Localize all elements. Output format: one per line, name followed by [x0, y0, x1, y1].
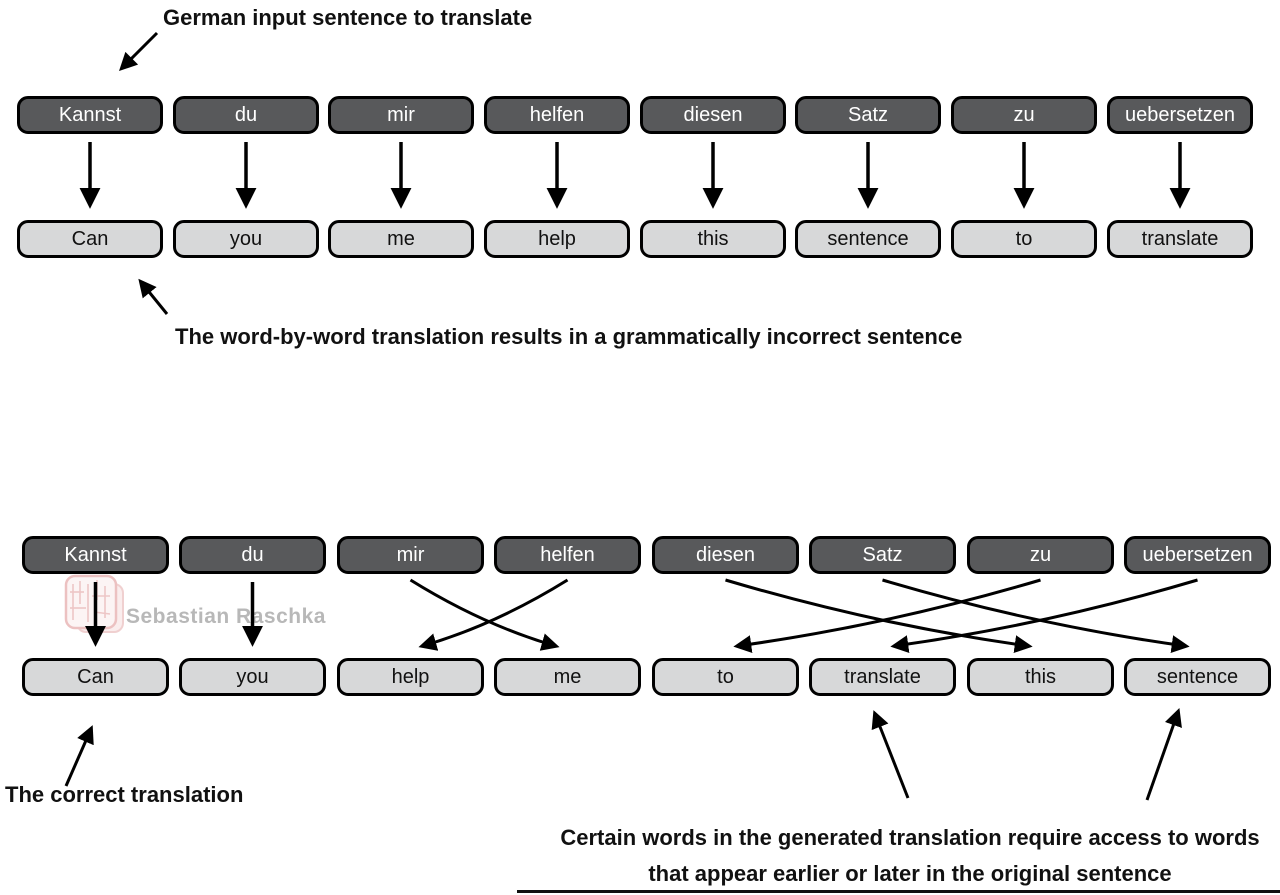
annotation-german-input: German input sentence to translate: [163, 5, 533, 30]
english-word-box: me: [494, 658, 641, 696]
arrow-annotation-certain-words-translate: [871, 710, 910, 799]
german-word-box: helfen: [494, 536, 641, 574]
annotation-certain-words-line1: Certain words in the generated translati…: [560, 825, 1260, 850]
english-word-box: this: [640, 220, 786, 258]
german-word-box: mir: [328, 96, 474, 134]
english-word-box: sentence: [795, 220, 941, 258]
watermark-text: Sebastian Raschka: [126, 605, 326, 628]
german-word-box: Satz: [795, 96, 941, 134]
german-word-box: uebersetzen: [1124, 536, 1271, 574]
english-word-box: you: [179, 658, 326, 696]
arrow-annotation-word-by-word: [138, 278, 169, 315]
german-word-box: zu: [951, 96, 1097, 134]
german-word-box: uebersetzen: [1107, 96, 1253, 134]
arrow-annotation-german-input: [119, 31, 159, 71]
german-word-box: Kannst: [17, 96, 163, 134]
bottom-edge-line: [517, 890, 1280, 893]
german-word-box: diesen: [640, 96, 786, 134]
german-word-box: zu: [967, 536, 1114, 574]
arrow-bottom-helfen-to-help: [418, 578, 569, 651]
annotation-certain-words: Certain words in the generated translati…: [540, 820, 1280, 892]
german-word-box: helfen: [484, 96, 630, 134]
arrow-annotation-certain-words-sentence: [1145, 708, 1182, 801]
german-word-box: Kannst: [22, 536, 169, 574]
watermark-seal-icon: [64, 574, 124, 633]
english-word-box: translate: [1107, 220, 1253, 258]
arrow-bottom-Satz-to-sentence: [882, 578, 1190, 654]
arrow-bottom-mir-to-me: [409, 578, 560, 651]
annotation-certain-words-line2: that appear earlier or later in the orig…: [648, 861, 1172, 886]
arrow-bottom-diesen-to-this: [725, 578, 1033, 654]
english-word-box: this: [967, 658, 1114, 696]
arrow-bottom-zu-to-to: [733, 578, 1041, 654]
english-word-box: help: [337, 658, 484, 696]
english-word-box: translate: [809, 658, 956, 696]
annotation-word-by-word: The word-by-word translation results in …: [175, 324, 963, 349]
arrow-bottom-uebersetzen-to-translate: [890, 578, 1198, 654]
english-word-box: Can: [17, 220, 163, 258]
english-word-box: you: [173, 220, 319, 258]
german-word-box: Satz: [809, 536, 956, 574]
english-word-box: sentence: [1124, 658, 1271, 696]
annotation-correct-translation: The correct translation: [5, 782, 244, 807]
english-word-box: to: [951, 220, 1097, 258]
german-word-box: diesen: [652, 536, 799, 574]
english-word-box: help: [484, 220, 630, 258]
english-word-box: to: [652, 658, 799, 696]
arrow-annotation-correct-translation: [64, 725, 94, 787]
english-word-box: me: [328, 220, 474, 258]
german-word-box: du: [179, 536, 326, 574]
german-word-box: du: [173, 96, 319, 134]
german-word-box: mir: [337, 536, 484, 574]
english-word-box: Can: [22, 658, 169, 696]
